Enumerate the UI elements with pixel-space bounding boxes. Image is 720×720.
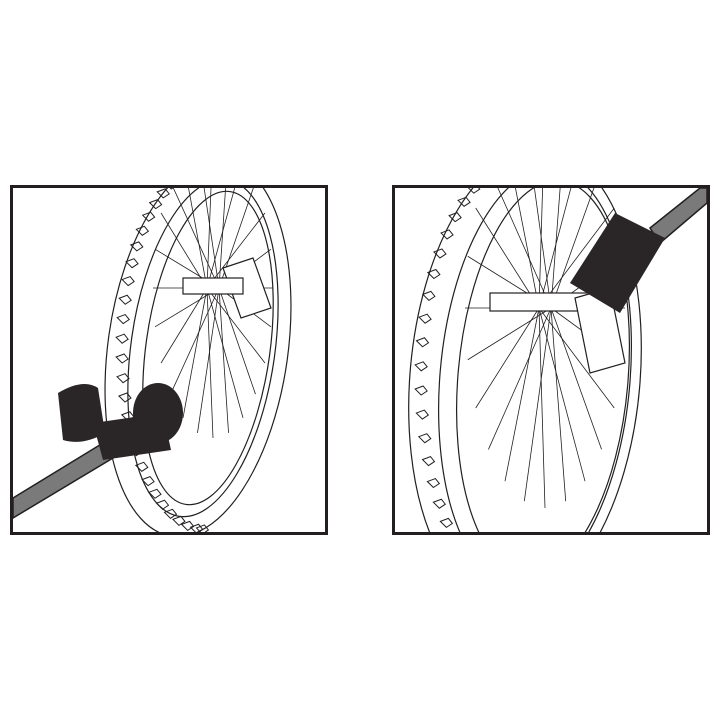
spoke [475, 307, 540, 409]
tread-block [118, 392, 132, 403]
spoke [197, 287, 220, 433]
spoke [538, 188, 572, 309]
brush-handle-icon [13, 441, 115, 519]
tread-block [426, 268, 441, 280]
tread-block [115, 353, 129, 364]
illustration-panel-cassette-cleaning [392, 185, 710, 535]
tread-block [448, 212, 462, 223]
tire-tread-icon [115, 188, 210, 532]
tread-block [414, 385, 428, 396]
spoke [497, 188, 552, 309]
tread-block [115, 333, 129, 344]
spoke [467, 307, 552, 361]
tread-block [415, 409, 430, 420]
tread-block [155, 499, 170, 510]
tread-block [141, 211, 156, 222]
tread-block [457, 196, 471, 207]
tread-block [439, 517, 454, 529]
tread-block [121, 275, 135, 287]
wheel-icon [104, 188, 292, 532]
tread-block [129, 241, 144, 252]
tread-block [156, 188, 170, 199]
spoke [160, 287, 208, 364]
tread-block [432, 498, 447, 509]
tire-tread-icon [414, 188, 481, 529]
tread-block [421, 290, 436, 302]
tread-block [148, 199, 163, 210]
spoke [160, 212, 208, 289]
spoke [550, 307, 567, 502]
spoke [218, 287, 256, 395]
tread-block [426, 477, 441, 489]
tread-block [415, 337, 430, 348]
tread-block [148, 488, 162, 499]
spoke [504, 307, 540, 482]
spoke [182, 287, 208, 418]
spoke [523, 307, 552, 502]
tread-block [141, 476, 155, 487]
tread-block [467, 188, 481, 194]
tread-block [440, 229, 454, 240]
spoke [206, 287, 266, 364]
tread-block [116, 313, 130, 325]
tread-block [421, 456, 436, 467]
wheel-brush-illustration [13, 188, 292, 532]
tread-block [433, 248, 447, 259]
tread-block [116, 373, 130, 384]
spoke [515, 188, 540, 309]
tread-block [135, 225, 150, 236]
spoke [538, 188, 544, 309]
tread-block [414, 361, 428, 372]
spoke [538, 307, 546, 509]
spoke [550, 188, 561, 309]
spoke [534, 188, 552, 309]
tread-block [189, 523, 204, 532]
spoke [206, 212, 266, 289]
spoke [218, 287, 229, 433]
spoke [475, 207, 540, 309]
tread-block [195, 524, 210, 532]
spoke [206, 188, 212, 289]
spoke [188, 188, 208, 289]
wheel-icon [408, 188, 642, 532]
spoke [538, 207, 615, 309]
spoke [170, 287, 220, 395]
tread-block [172, 515, 186, 527]
spoke [488, 307, 552, 450]
illustration-panel-tire-cleaning [10, 185, 328, 535]
tread-block [163, 508, 178, 519]
spoke [172, 188, 220, 289]
tread-block [134, 461, 149, 472]
spoke [218, 188, 226, 289]
spoke [206, 188, 236, 289]
tread-block [417, 433, 432, 444]
spoke [203, 188, 220, 289]
spoke [550, 307, 602, 450]
brush-bristles-icon [58, 383, 183, 460]
tread-block [125, 258, 139, 269]
brush-handle-icon [648, 188, 707, 245]
spoke [206, 287, 244, 419]
brush-bristles-icon [570, 213, 665, 313]
tread-block [418, 313, 432, 324]
tread-block [118, 294, 132, 305]
wheel-brush-illustration [408, 188, 707, 532]
spoke [538, 307, 615, 409]
spoke [550, 188, 595, 309]
